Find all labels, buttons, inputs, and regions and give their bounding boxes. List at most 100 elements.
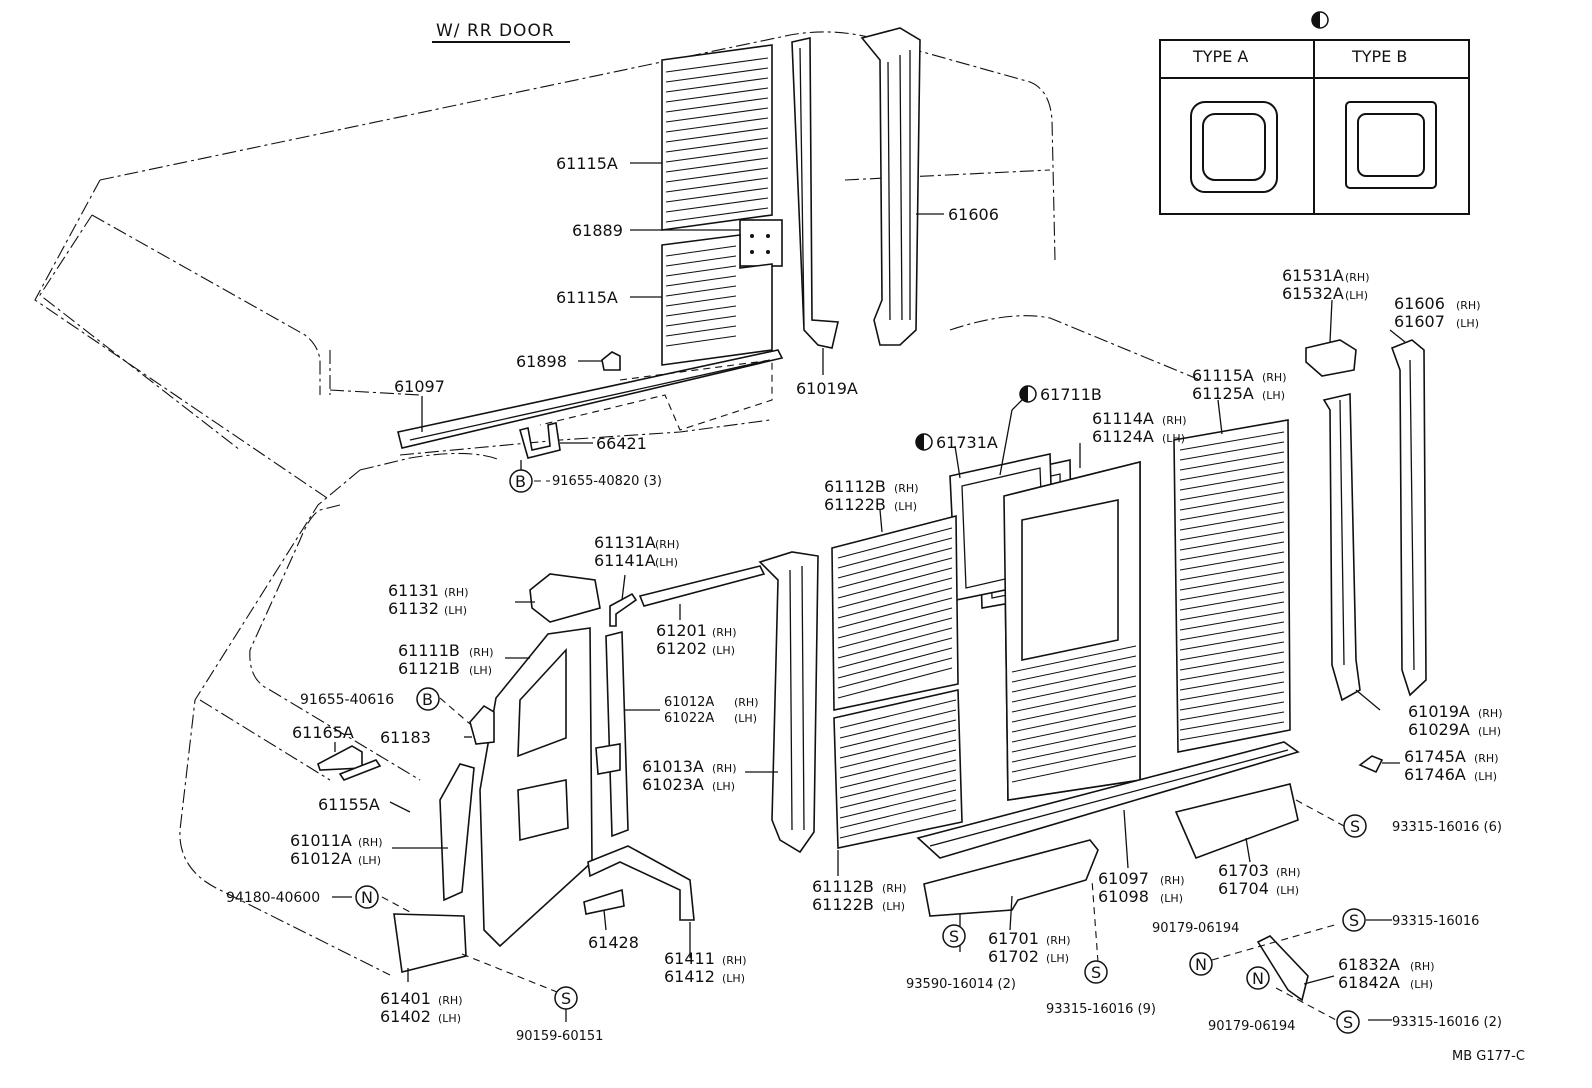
label-61606-rh: 61606: [1394, 294, 1445, 313]
plate-61701: [923, 839, 1099, 917]
label-rh: (RH): [1410, 960, 1435, 973]
bracket-61183: [469, 704, 495, 745]
rib-line: [665, 197, 769, 213]
label-61155a: 61155A: [318, 795, 380, 814]
label-66421: 66421: [596, 434, 647, 453]
legend-half-fill-icon: [1312, 12, 1320, 28]
label-61746a: 61746A: [1404, 765, 1466, 784]
side-window-outline: [249, 504, 421, 781]
bolt-s-icon: [1084, 960, 1108, 984]
label-61012a-mid: 61012A: [664, 695, 714, 710]
label-lh: (LH): [1276, 884, 1299, 897]
rib-line: [839, 749, 957, 779]
diagram-title: W/ RR DOOR: [436, 21, 555, 41]
cab-top-outline: [359, 452, 501, 471]
rib-line: [665, 187, 769, 203]
label-rh: (RH): [1478, 707, 1503, 720]
rib-line: [837, 667, 953, 699]
label-61013a: 61013A: [642, 757, 704, 776]
rib-line: [1179, 661, 1285, 681]
rib-line: [665, 305, 737, 317]
label-rh: (RH): [734, 696, 759, 709]
label-lh: (LH): [882, 900, 905, 913]
label-61842a: 61842A: [1338, 973, 1400, 992]
rib-line: [665, 275, 737, 287]
rib-line: [1179, 431, 1285, 451]
label-61111b: 61111B: [398, 641, 460, 660]
rib-line: [839, 809, 957, 839]
nut-n-icon: [1246, 966, 1270, 990]
label-61607: 61607: [1394, 312, 1445, 331]
bolt-s-icon: [1343, 814, 1367, 838]
pillar-61011a: [439, 763, 475, 902]
leader-lines: [332, 162, 1406, 1022]
rib-line: [839, 719, 957, 749]
label-93590-16014: 93590-16014 (2): [906, 977, 1016, 992]
rib-line: [839, 709, 957, 739]
pillar-edge: [799, 47, 805, 326]
label-91655-40820: 91655-40820 (3): [552, 474, 662, 489]
label-93315-16016-6: 93315-16016 (6): [1392, 820, 1502, 835]
sill-groove: [929, 749, 1289, 847]
rib-line: [837, 537, 953, 569]
rib-line: [839, 799, 957, 829]
plate-hole: [750, 250, 754, 254]
rib-line: [839, 739, 957, 769]
label-rh: (RH): [722, 954, 747, 967]
door-ribs-overlay: [1011, 645, 1137, 783]
bolt-b-letter: B: [515, 472, 526, 491]
label-61889: 61889: [572, 221, 623, 240]
rib-line: [665, 107, 769, 123]
half-fill-icon: [1020, 386, 1028, 402]
bolt-s-letter: S: [1350, 817, 1360, 836]
bolt-s-letter: S: [949, 927, 959, 946]
label-rh: (RH): [438, 994, 463, 1007]
rib-line: [1011, 725, 1137, 753]
rib-line: [837, 557, 953, 589]
label-61702: 61702: [988, 947, 1039, 966]
rib-line: [665, 325, 737, 337]
cover-61401: [393, 913, 467, 973]
label-rh: (RH): [1276, 866, 1301, 879]
rib-line: [837, 607, 953, 639]
rib-line: [1011, 735, 1137, 763]
type-a-label: TYPE A: [1192, 47, 1248, 66]
rib-line: [1179, 571, 1285, 591]
label-61745a: 61745A: [1404, 747, 1466, 766]
rib-line: [665, 167, 769, 183]
panel-window-upper: [517, 647, 567, 758]
rib-line: [1011, 755, 1137, 783]
door-window-overlay: [1021, 499, 1119, 661]
nut-n-letter: N: [1195, 955, 1207, 974]
label-90179-06194-low: 90179-06194: [1208, 1019, 1295, 1034]
label-61131: 61131: [388, 581, 439, 600]
rib-line: [665, 177, 769, 193]
rib-line: [665, 57, 769, 73]
cab-front-outline: [179, 469, 391, 976]
label-rh: (RH): [712, 762, 737, 775]
rib-line: [1179, 681, 1285, 701]
rib-line: [1011, 665, 1137, 693]
label-61832a: 61832A: [1338, 955, 1400, 974]
pillar-61606: [860, 27, 921, 346]
label-61141a: 61141A: [594, 551, 656, 570]
rib-line: [1179, 501, 1285, 521]
label-lh: (LH): [1345, 289, 1368, 302]
pillar-61019a: [791, 37, 839, 349]
plate-hole: [750, 234, 754, 238]
rib-line: [665, 127, 769, 143]
rail-61201: [638, 565, 766, 607]
plate-hole: [766, 234, 770, 238]
label-rh: (RH): [1160, 874, 1185, 887]
pillar-edge: [1339, 399, 1345, 666]
rib-line: [1179, 601, 1285, 621]
rib-line: [665, 117, 769, 133]
nut-n-letter: N: [1252, 969, 1264, 988]
rib-line: [1011, 695, 1137, 723]
label-rh: (RH): [1474, 752, 1499, 765]
type-legend: TYPE A TYPE B: [1159, 11, 1470, 215]
panel-ribs: [1179, 431, 1285, 741]
label-61112b-low: 61112B: [812, 877, 874, 896]
clip-61898: [601, 351, 621, 371]
label-61121b: 61121B: [398, 659, 460, 678]
